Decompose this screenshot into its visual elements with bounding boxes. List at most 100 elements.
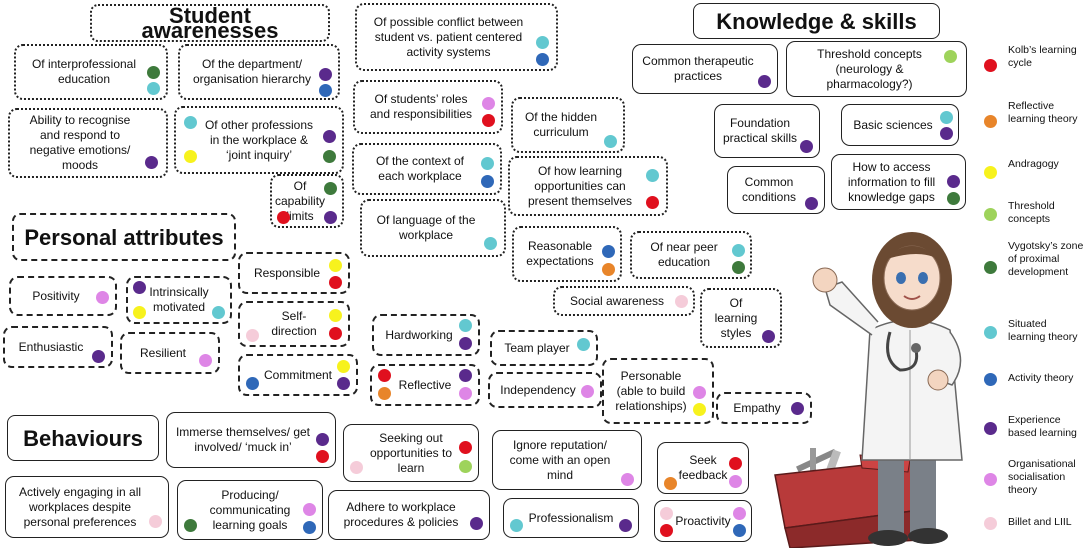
- awareness-label: Of language of the workplace: [376, 213, 476, 242]
- awareness-label: Of the hidden curriculum: [524, 110, 598, 139]
- theory-dot: [646, 196, 659, 209]
- theory-dot: [147, 66, 160, 79]
- theory-dot: [459, 441, 472, 454]
- theory-dot: [316, 450, 329, 463]
- knowledge-label: Common therapeutic practices: [642, 54, 754, 83]
- behaviours-header: Behaviours: [7, 415, 159, 461]
- theory-dot: [319, 84, 332, 97]
- theory-dot: [733, 524, 746, 537]
- attribute-label: Enthusiastic: [18, 339, 84, 354]
- theory-dot: [536, 53, 549, 66]
- theory-dot: [602, 245, 615, 258]
- attribute-label: Intrinsically motivated: [149, 285, 209, 314]
- theory-dot: [805, 197, 818, 210]
- doctor-illustration: [774, 232, 963, 548]
- theory-dot: [147, 82, 160, 95]
- awareness-box: Of the context of each workplace: [352, 143, 502, 195]
- legend-item: Experience based learning: [984, 414, 1084, 444]
- attribute-box: Self-direction: [238, 301, 350, 347]
- theory-dot: [199, 354, 212, 367]
- behaviour-box: Ignore reputation/ come with an open min…: [492, 430, 642, 490]
- theory-dot: [323, 150, 336, 163]
- knowledge-label: How to access information to fill knowle…: [847, 159, 936, 204]
- theory-dot: [940, 111, 953, 124]
- knowledge-label: Common conditions: [741, 175, 797, 204]
- legend-swatch: [984, 261, 997, 274]
- awareness-box: Social awareness: [553, 286, 695, 316]
- awareness-box: Of students’ roles and responsibilities: [353, 80, 503, 134]
- theory-dot: [337, 360, 350, 373]
- knowledge-box: Common conditions: [727, 166, 825, 214]
- attribute-box: Enthusiastic: [3, 326, 113, 368]
- attribute-box: Commitment: [238, 354, 358, 396]
- legend-label: Billet and LIIL: [1008, 516, 1072, 528]
- behaviour-label: Seek feedback: [678, 453, 728, 482]
- theory-dot: [484, 237, 497, 250]
- behaviour-label: Ignore reputation/ come with an open min…: [509, 437, 611, 482]
- behaviour-box: Immerse themselves/ get involved/ ‘muck …: [166, 412, 336, 468]
- behaviour-box: Seeking out opportunities to learn: [343, 424, 479, 482]
- awareness-label: Of the department/ organisation hierarch…: [192, 57, 312, 86]
- theory-dot: [184, 116, 197, 129]
- theory-dot: [536, 36, 549, 49]
- knowledge-skills-header: Knowledge & skills: [693, 3, 940, 39]
- theory-dot: [92, 350, 105, 363]
- theory-dot: [319, 68, 332, 81]
- behaviour-label: Proactivity: [675, 513, 731, 528]
- awareness-box: Of the department/ organisation hierarch…: [178, 44, 340, 100]
- theory-dot: [940, 127, 953, 140]
- theory-dot: [323, 130, 336, 143]
- legend-item: Vygotsky’s zone of proximal development: [984, 240, 1084, 296]
- legend-label: Threshold concepts: [1008, 200, 1055, 225]
- awareness-label: Reasonable expectations: [526, 239, 594, 268]
- theory-dot: [246, 329, 259, 342]
- knowledge-label: Basic sciences: [853, 117, 933, 132]
- theory-dot: [459, 460, 472, 473]
- theory-dot: [604, 135, 617, 148]
- legend-item: Reflective learning theory: [984, 100, 1084, 144]
- attribute-box: Resilient: [120, 332, 220, 374]
- knowledge-box: Threshold concepts (neurology & pharmaco…: [786, 41, 967, 97]
- legend-label: Situated learning theory: [1008, 318, 1078, 343]
- behaviour-label: Immerse themselves/ get involved/ ‘muck …: [175, 425, 311, 454]
- legend-swatch: [984, 166, 997, 179]
- knowledge-box: Basic sciences: [841, 104, 959, 146]
- awareness-label: Of how learning opportunities can presen…: [527, 163, 633, 208]
- behaviour-box: Adhere to workplace procedures & policie…: [328, 490, 490, 540]
- theory-dot: [459, 369, 472, 382]
- theory-dot: [729, 457, 742, 470]
- theory-dot: [510, 519, 523, 532]
- awareness-label: Of other professions in the workplace & …: [204, 117, 314, 162]
- awareness-label: Of possible conflict between student vs.…: [373, 14, 524, 59]
- knowledge-label: Threshold concepts (neurology & pharmaco…: [817, 46, 922, 91]
- awareness-label: Of capability limits: [275, 178, 326, 223]
- legend-swatch: [984, 422, 997, 435]
- attribute-box: Reflective: [370, 364, 480, 406]
- awareness-label: Ability to recognise and respond to nega…: [29, 113, 131, 172]
- theory-dot: [581, 385, 594, 398]
- attribute-label: Self-direction: [271, 309, 317, 338]
- attribute-label: Hardworking: [385, 327, 453, 342]
- awareness-box: Of how learning opportunities can presen…: [508, 156, 668, 216]
- personal-attributes-header: Personal attributes: [12, 213, 236, 261]
- theory-dot: [729, 475, 742, 488]
- theory-dot: [791, 402, 804, 415]
- theory-dot: [470, 517, 483, 530]
- knowledge-box: How to access information to fill knowle…: [831, 154, 966, 210]
- awareness-box: Of near peer education: [630, 231, 752, 279]
- awareness-box: Of other professions in the workplace & …: [174, 106, 344, 174]
- legend-label: Activity theory: [1008, 372, 1074, 384]
- attribute-box: Team player: [490, 330, 598, 366]
- legend-item: Threshold concepts: [984, 200, 1084, 230]
- awareness-box: Reasonable expectations: [512, 226, 622, 282]
- awareness-box: Of possible conflict between student vs.…: [355, 3, 558, 71]
- knowledge-box: Foundation practical skills: [714, 104, 820, 158]
- legend-item: Situated learning theory: [984, 318, 1084, 348]
- behaviour-label: Professionalism: [528, 510, 614, 525]
- theory-dot: [378, 387, 391, 400]
- theory-dot: [459, 387, 472, 400]
- awareness-label: Of the context of each workplace: [375, 154, 465, 183]
- legend-label: Reflective learning theory: [1008, 100, 1078, 125]
- theory-dot: [459, 319, 472, 332]
- theory-dot: [693, 403, 706, 416]
